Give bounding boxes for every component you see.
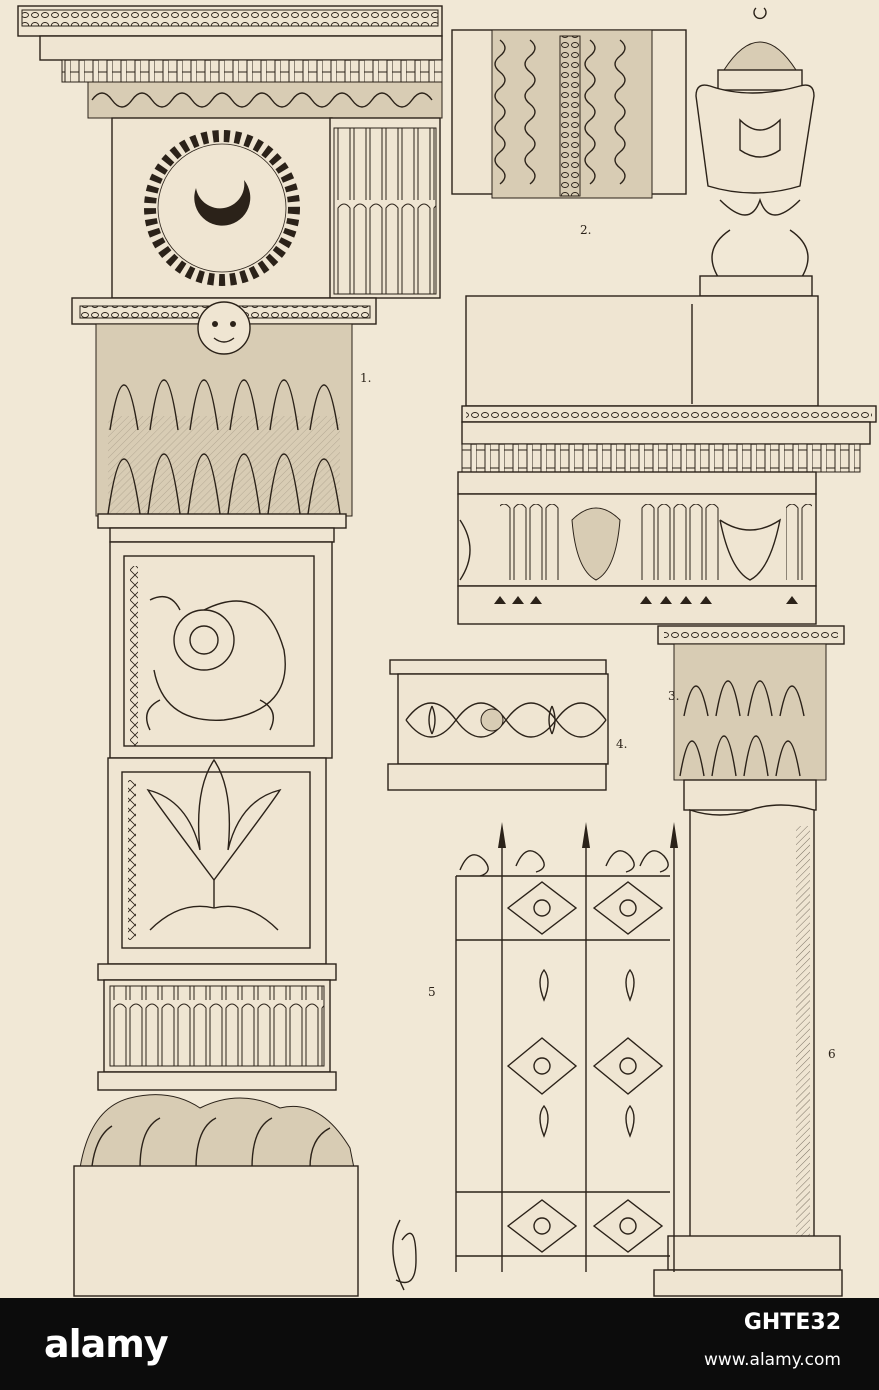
watermark-url: www.alamy.com <box>703 1350 841 1370</box>
engraving-plate: 1. 2. <box>0 0 879 1298</box>
figure-label-1: 1. <box>360 371 371 385</box>
pilaster-figure-1: 1. <box>17 5 443 1297</box>
watermark-banner: alamy GHTE32 www.alamy.com <box>0 1298 879 1390</box>
figure-label-3: 3. <box>668 689 679 703</box>
figure-label-5: 5 <box>428 985 436 999</box>
lantern <box>695 7 815 297</box>
soffit-figure-2: 2. <box>451 29 687 237</box>
alamy-logo: alamy <box>44 1322 169 1366</box>
grille-figure-5: 5 <box>428 822 678 1272</box>
figure-label-4: 4. <box>616 737 627 751</box>
image-id: GHTE32 <box>743 1310 841 1335</box>
frieze-figure-4: 4. <box>387 659 627 791</box>
image-id-block: GHTE32 www.alamy.com <box>704 1308 841 1382</box>
capital-figure-3: 3. <box>657 625 845 811</box>
figure-label-2: 2. <box>580 223 591 237</box>
figure-label-6: 6 <box>828 1047 836 1061</box>
entablature-right <box>457 295 877 625</box>
column-figure-6: 6 <box>653 804 843 1297</box>
monogram <box>392 1219 417 1291</box>
